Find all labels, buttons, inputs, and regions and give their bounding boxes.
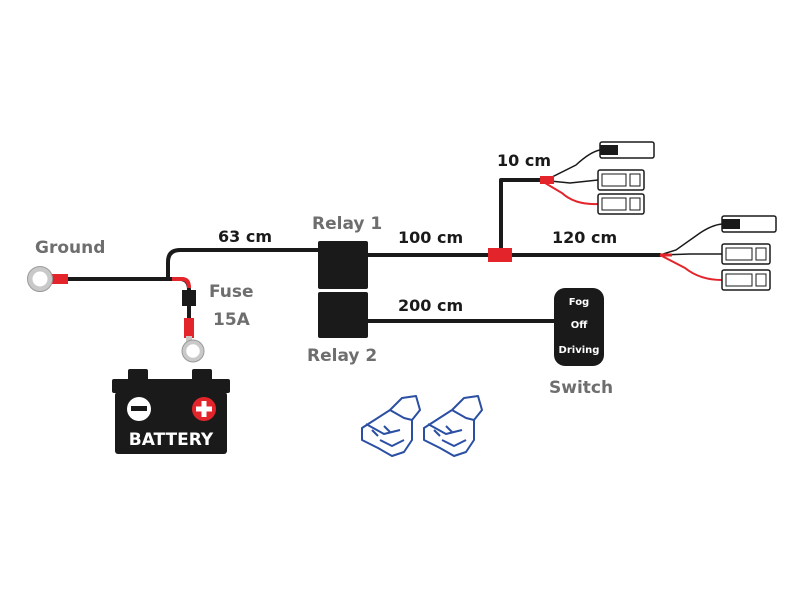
length-10cm: 10 cm [497,151,551,170]
connector-group-top [539,141,655,215]
ground-label: Ground [35,238,105,258]
connector-group-right [659,215,777,291]
spade-connector-icon [721,243,771,265]
length-100cm: 100 cm [398,228,463,247]
fuse-holder [182,290,196,306]
fuse-rating-label: 15A [213,310,251,330]
switch-driving: Driving [559,345,600,356]
main-wire-63cm [166,248,322,281]
tap-connector-icon [423,395,483,457]
spade-connector-icon [597,169,645,191]
rocker-switch: Fog Off Driving [554,288,604,366]
spade-connector-icon [597,193,645,215]
tap-connector-icon [361,395,421,457]
ground-ring-terminal [27,266,53,292]
junction-splice [488,248,512,262]
switch-label: Switch [549,378,613,398]
relay-1-label: Relay 1 [312,214,382,234]
relay-2-label: Relay 2 [307,346,377,366]
battery-ring-terminal [181,336,205,363]
relay-1 [318,241,368,289]
ground-heatshrink [50,274,68,284]
relay-2 [318,292,368,338]
fuse-heatshrink [184,318,194,338]
length-200cm: 200 cm [398,296,463,315]
length-63cm: 63 cm [218,227,272,246]
battery-label: BATTERY [129,430,214,450]
wire-10cm [499,178,542,251]
length-120cm: 120 cm [552,228,617,247]
switch-off: Off [571,320,589,331]
fuse-label: Fuse [209,282,254,302]
red-wire-bend [172,277,191,289]
battery: BATTERY [112,369,230,454]
spade-connector-icon [721,269,771,291]
switch-fog: Fog [569,297,589,308]
